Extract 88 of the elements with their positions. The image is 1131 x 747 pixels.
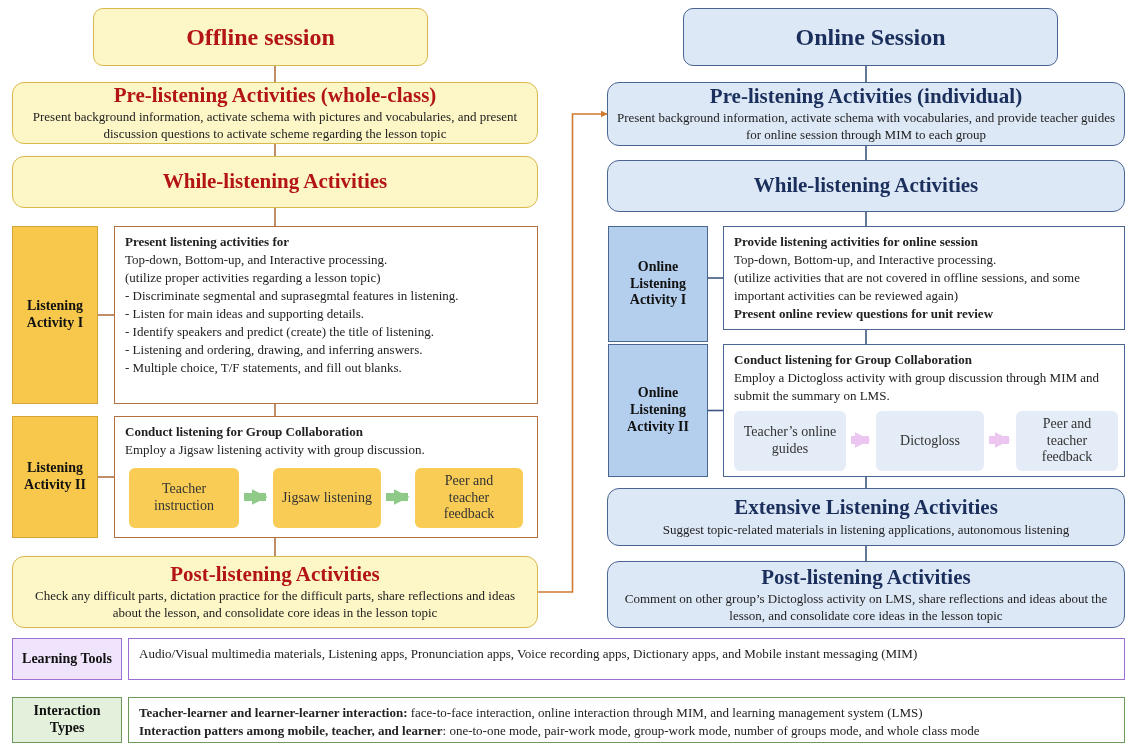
description-text: - Discriminate segmental and suprasegmtal features in listening. [125,286,460,305]
stage-box [12,156,538,208]
description-text: Suggest topic-related materials in listening applications, autonomous listening [662,521,1070,539]
heading-text: Online Listening Activity II [626,385,690,436]
description-text: Comment on other group’s Dictogloss activity on LMS, share reflections and ideas about the lesson, and consolidate core ideas in the lesson topic [623,590,1109,625]
connector-line [274,65,276,83]
step-box [734,411,846,471]
step-box [273,468,381,528]
description-text: (utilize proper activities regarding a lesson topic) [125,268,382,287]
description-text: Employ a Dictogloss activity with group discussion through MIM and submit the summary on LMS. [734,368,1101,405]
step-box [876,411,984,471]
connector-line [274,143,276,157]
heading-text: Teacher instruction [153,481,215,515]
activity-label-box [12,226,98,404]
session-title-box [93,8,428,66]
connector-line [865,211,867,227]
heading-text: Jigsaw listening [282,489,372,507]
description-text: Audio/Visual multimedia materials, Listening apps, Pronunciation apps, Voice recording apps, Dictionary apps, and Mobile instant messaging (MIM) [139,645,919,663]
stage-box [12,556,538,628]
description-text: Present listening activities for [125,233,291,251]
connector-line [274,403,276,417]
heading-text: Offline session [186,22,335,52]
activity-content-box [114,226,538,404]
description-text: Teacher-learner and learner-learner interaction: face-to-face interaction, online interaction through MIM, and learning management system (LMS) [139,704,924,722]
activity-content-box [114,416,538,538]
description-text: - Listen for main ideas and supporting details. [125,304,365,323]
connector-line [274,207,276,227]
activity-content-box [723,344,1125,477]
connector-line [97,476,115,478]
description-text: Conduct listening for Group Collaboration [734,351,973,369]
heading-text: Pre-listening Activities (individual) [709,84,1023,110]
description-text: Present background information, activate schema with pictures and vocabularies, and present discussion questions to activate scheme regarding the lesson topic [31,109,519,143]
connector-line [97,314,115,316]
heading-text: Teacher’s online guides [743,424,837,458]
heading-text: Learning Tools [22,650,112,668]
activity-content-box [723,226,1125,330]
heading-text: While-listening Activities [162,169,388,195]
description-text: Interaction patters among mobile, teacher, and learner: one-to-one mode, pair-work mode, group-work mode, number of groups mode, and whole class mode [139,721,981,740]
stage-box [607,160,1125,212]
step-box [415,468,523,528]
description-text: (utilize activities that are not covered in offline sessions, and some important activities can be reviewed again) [734,268,1081,305]
heading-text: Listening Activity II [23,460,87,494]
stage-box [12,82,538,144]
heading-text: Listening Activity I [25,298,85,332]
heading-text: Post-listening Activities [761,564,971,590]
category-label-box [12,697,122,743]
category-content-box [128,697,1125,743]
description-text: Present online review questions for unit review [734,304,995,323]
connector-line [865,476,867,489]
description-text: Top-down, Bottom-up, and Interactive processing. [734,250,998,269]
description-text: - Multiple choice, T/F statements, and fill out blanks. [125,358,403,377]
step-box [129,468,239,528]
description-text: Check any difficult parts, dictation practice for the difficult parts, share reflections and ideas about the lesson, and consolidate core ideas in the lesson topic [34,588,516,622]
description-text: - Identify speakers and predict (create) the title of listening. [125,322,435,341]
stage-box [607,82,1125,146]
heading-text: Peer and teacher feedback [442,472,496,524]
heading-text: Pre-listening Activities (whole-class) [113,83,437,109]
connector-line [707,409,724,412]
activity-label-box [608,226,708,342]
heading-text: Online Session [795,22,946,52]
activity-label-box [12,416,98,538]
connector-line [865,145,867,161]
heading-text: Online Listening Activity I [628,258,688,310]
step-box [1016,411,1118,471]
stage-box [607,488,1125,546]
heading-text: Peer and teacher feedback [1040,415,1094,467]
description-text: Conduct listening for Group Collaboration [125,423,364,441]
connector-line [707,277,724,279]
heading-text: While-listening Activities [753,173,979,199]
heading-text: Dictogloss [900,432,960,450]
description-text: Employ a Jigsaw listening activity with group discussion. [125,440,426,459]
heading-text: Interaction Types [32,703,102,737]
category-label-box [12,638,122,680]
connector-line [865,545,867,562]
description-text: Present background information, activate schema with vocabularies, and provide teacher guides for online session through MIM to each group [616,110,1116,144]
activity-label-box [608,344,708,477]
description-text: Top-down, Bottom-up, and Interactive processing. [125,250,389,269]
stage-box [607,561,1125,628]
heading-text: Post-listening Activities [170,562,380,588]
category-content-box [128,638,1125,680]
connector-line [865,65,867,83]
connector-line [865,329,867,345]
session-title-box [683,8,1058,66]
heading-text: Extensive Listening Activities [734,495,998,521]
description-text: - Listening and ordering, drawing, and inferring answers. [125,340,424,359]
arrow [537,110,608,593]
connector-line [274,537,276,557]
description-text: Provide listening activities for online session [734,233,979,251]
